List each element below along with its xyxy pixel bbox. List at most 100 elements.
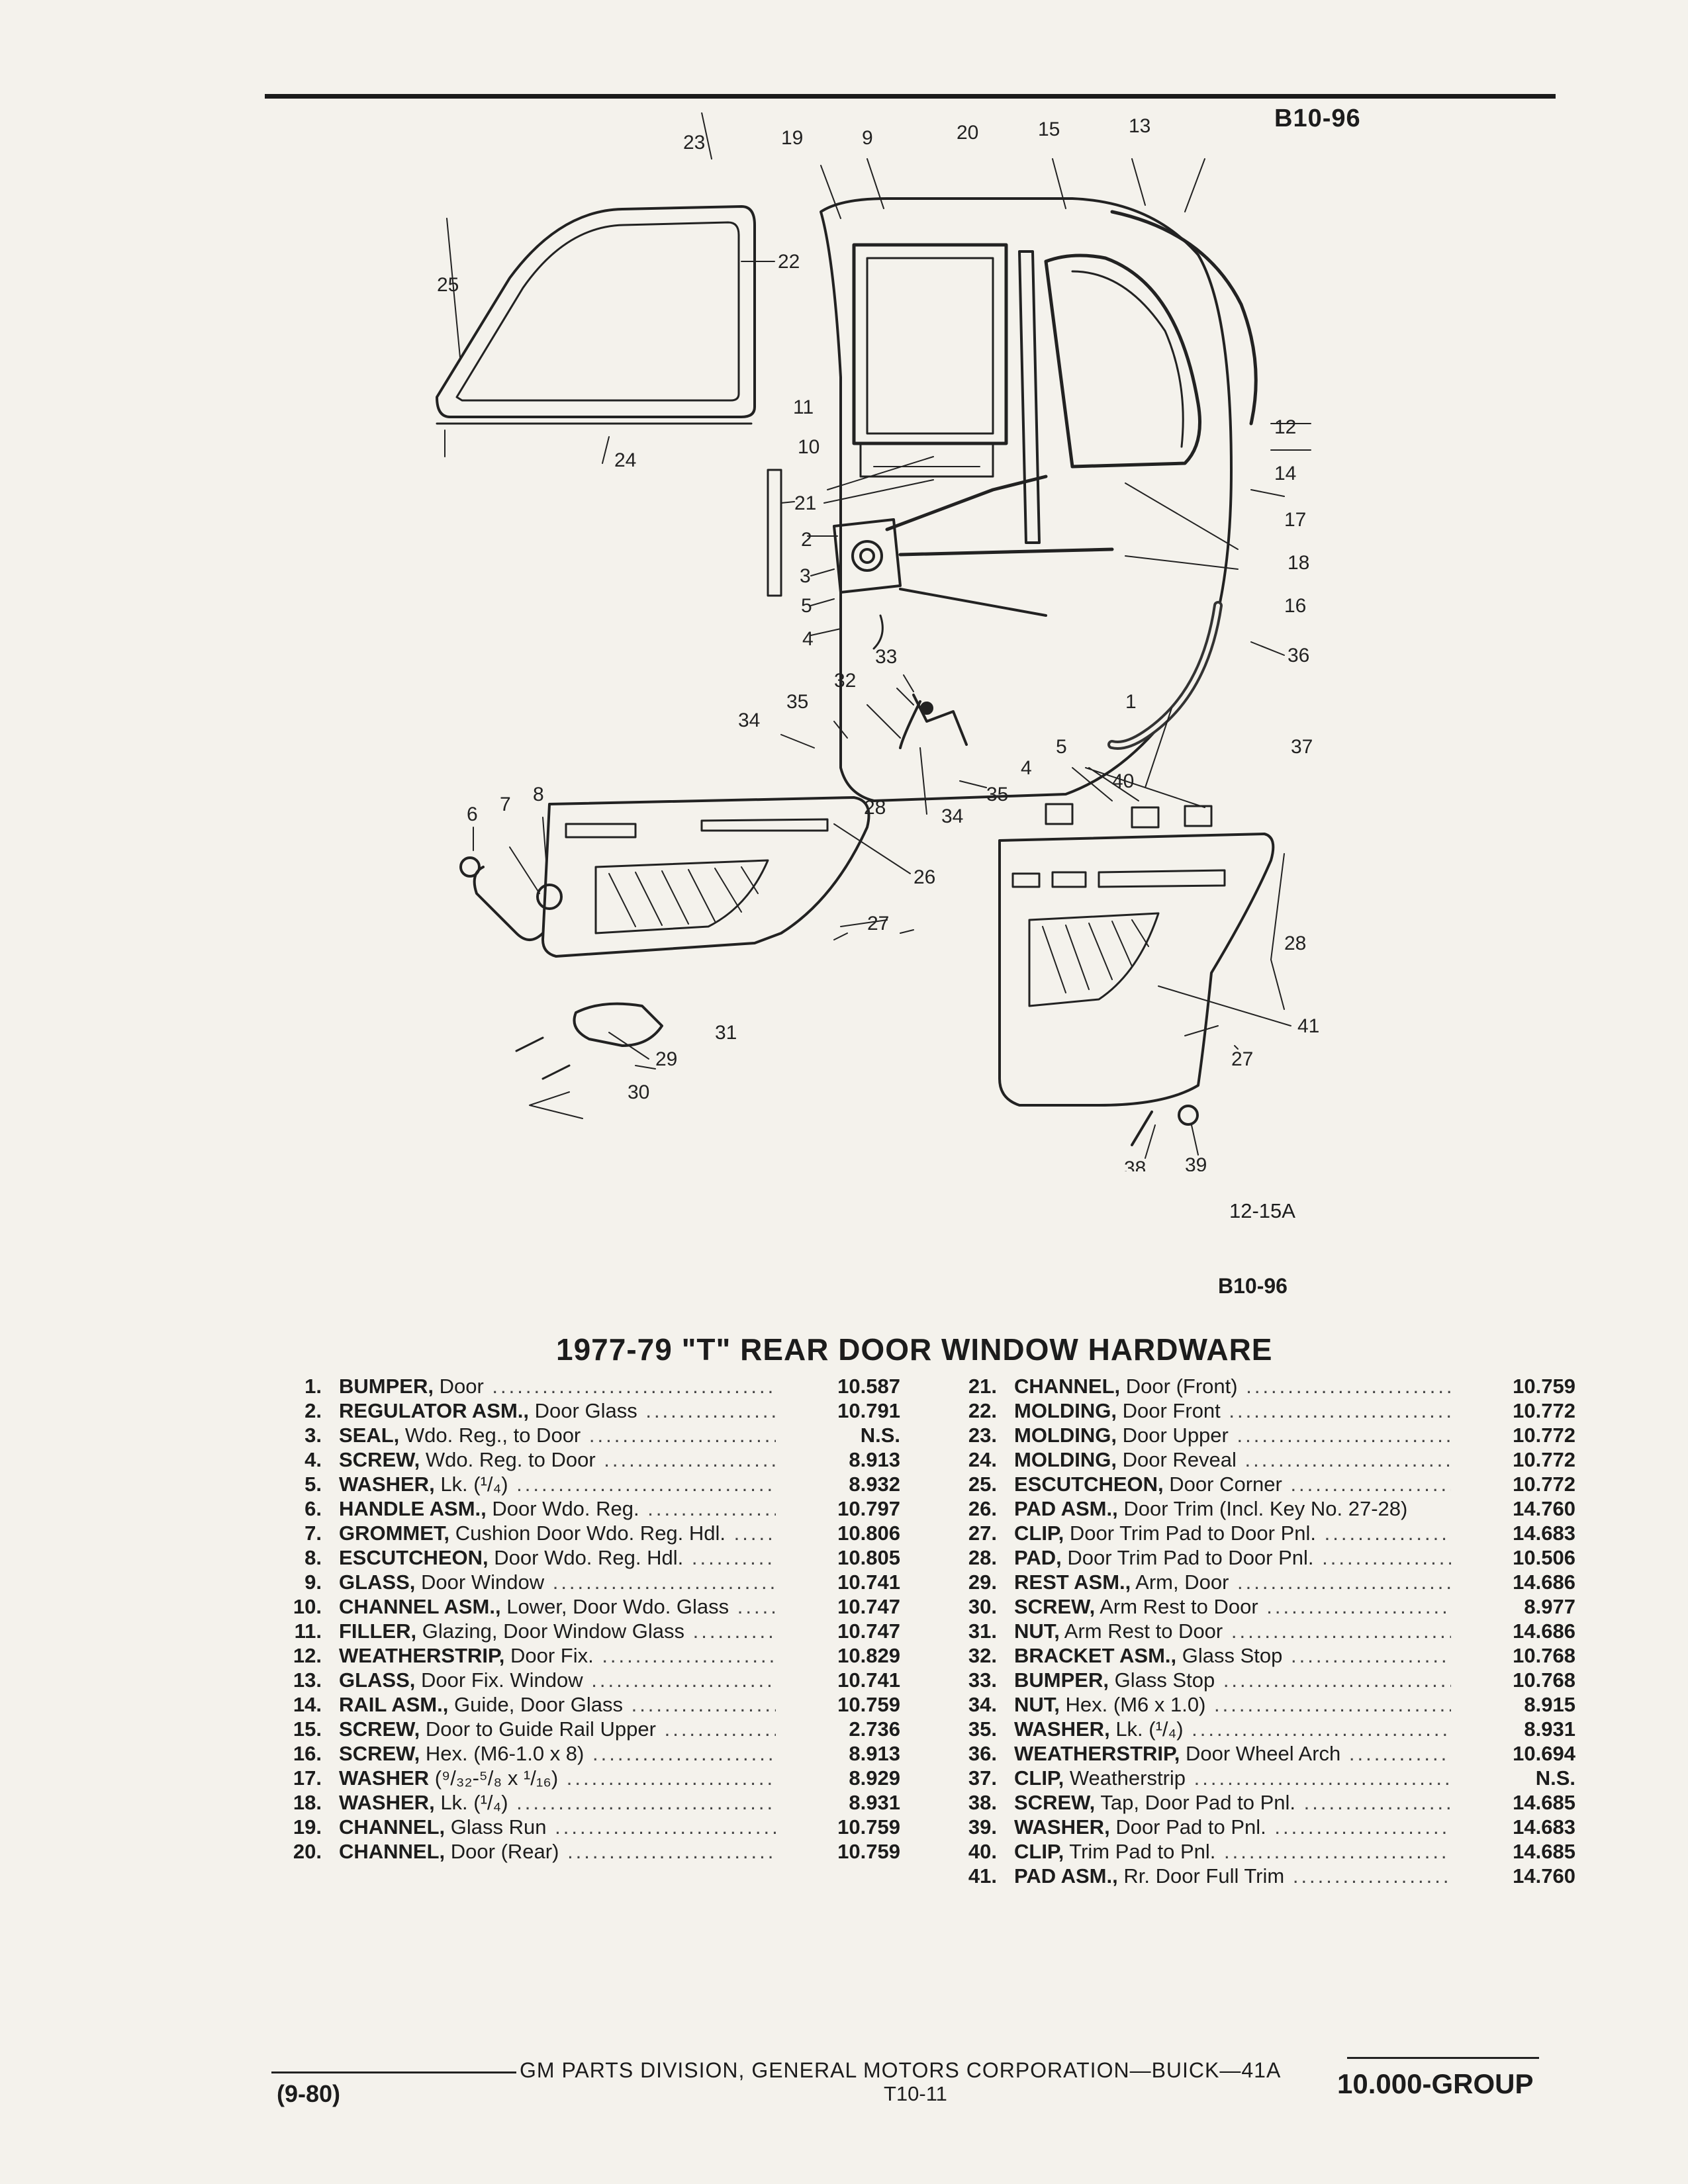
part-name: CLIP, [1014, 1766, 1064, 1790]
callout-14: 14 [1274, 463, 1296, 484]
part-detail: Cushion Door Wdo. Reg. Hdl. [455, 1522, 726, 1545]
part-name: MOLDING, [1014, 1399, 1117, 1422]
part-group-number: 10.759 [837, 1840, 900, 1863]
part-row: 4.SCREW, Wdo. Reg. to Door .............… [278, 1447, 900, 1472]
footer-publisher: GM PARTS DIVISION, GENERAL MOTORS CORPOR… [520, 2058, 1282, 2082]
part-row: 27.CLIP, Door Trim Pad to Door Pnl. ....… [953, 1521, 1575, 1545]
part-number: 28. [968, 1546, 997, 1569]
part-description: WASHER, Lk. (¹/₄) ......................… [339, 1472, 776, 1496]
part-description: SCREW, Arm Rest to Door ................… [1014, 1594, 1451, 1619]
callout-35: 35 [786, 691, 808, 713]
part-number: 1. [305, 1375, 322, 1398]
callout-9: 9 [862, 127, 873, 149]
part-name: REST ASM., [1014, 1570, 1131, 1594]
part-name: BRACKET ASM., [1014, 1644, 1177, 1667]
callout-32: 32 [834, 670, 856, 692]
dot-leader: ........................................ [691, 1546, 776, 1569]
part-row: 26.PAD ASM., Door Trim (Incl. Key No. 27… [953, 1496, 1575, 1521]
part-detail: Lk. (¹/₄) [1115, 1717, 1184, 1741]
part-name: SCREW, [339, 1742, 420, 1765]
part-description: BUMPER, Door ...........................… [339, 1374, 776, 1398]
part-description: SCREW, Hex. (M6-1.0 x 8) ...............… [339, 1741, 776, 1766]
dot-leader: ........................................ [602, 1644, 776, 1667]
part-group-number: 10.772 [1513, 1399, 1575, 1422]
part-row: 29.REST ASM., Arm, Door ................… [953, 1570, 1575, 1594]
part-name: NUT, [1014, 1693, 1060, 1716]
part-name: SCREW, [1014, 1791, 1096, 1814]
part-description: CHANNEL, Door (Front) ..................… [1014, 1374, 1451, 1398]
callout-24: 24 [614, 449, 636, 471]
part-detail: Hex. (M6-1.0 x 8) [425, 1742, 585, 1765]
part-description: SCREW, Tap, Door Pad to Pnl. ...........… [1014, 1790, 1451, 1815]
part-group-number: 8.913 [849, 1448, 900, 1471]
part-group-number: 8.929 [849, 1766, 900, 1790]
part-detail: Rr. Door Full Trim [1123, 1864, 1285, 1888]
part-number: 14. [293, 1693, 322, 1716]
part-name: WASHER [339, 1766, 430, 1790]
callout-38: 38 [1124, 1158, 1146, 1171]
callout-6: 6 [467, 803, 478, 825]
dot-leader: ........................................ [588, 1424, 776, 1447]
callout-22: 22 [778, 251, 800, 273]
part-name: GLASS, [339, 1570, 416, 1594]
callout-33: 33 [875, 646, 897, 668]
dot-leader: ........................................ [492, 1375, 776, 1398]
part-name: RAIL ASM., [339, 1693, 449, 1716]
callout-39: 39 [1185, 1154, 1207, 1171]
part-name: PAD ASM., [1014, 1864, 1118, 1888]
front-trim-pad [459, 796, 870, 958]
part-number: 32. [968, 1644, 997, 1667]
part-description: REGULATOR ASM., Door Glass .............… [339, 1398, 776, 1423]
part-name: CHANNEL, [1014, 1375, 1121, 1398]
dot-leader: ........................................ [1290, 1644, 1451, 1667]
callout-4: 4 [1021, 757, 1032, 779]
part-description: REST ASM., Arm, Door ...................… [1014, 1570, 1451, 1594]
part-number: 15. [293, 1717, 322, 1741]
dot-leader: ........................................ [1322, 1546, 1451, 1569]
part-row: 10.CHANNEL ASM., Lower, Door Wdo. Glass … [278, 1594, 900, 1619]
arm-rest [515, 1002, 663, 1080]
part-row: 30.SCREW, Arm Rest to Door .............… [953, 1594, 1575, 1619]
part-description: RAIL ASM., Guide, Door Glass ...........… [339, 1692, 776, 1717]
part-description: WASHER, Door Pad to Pnl. ...............… [1014, 1815, 1451, 1839]
part-group-number: 8.931 [849, 1791, 900, 1814]
part-description: WASHER (⁹/₃₂-⁵/₈ x ¹/₁₆) ...............… [339, 1766, 776, 1790]
part-row: 22.MOLDING, Door Front .................… [953, 1398, 1575, 1423]
callout-28: 28 [864, 797, 886, 819]
callout-26: 26 [914, 866, 935, 888]
callout-12: 12 [1274, 416, 1296, 438]
part-row: 28.PAD, Door Trim Pad to Door Pnl. .....… [953, 1545, 1575, 1570]
part-number: 27. [968, 1522, 997, 1545]
part-name: WASHER, [339, 1473, 435, 1496]
part-number: 4. [305, 1448, 322, 1471]
part-detail: Door Pad to Pnl. [1115, 1815, 1266, 1839]
part-group-number: 10.587 [837, 1375, 900, 1398]
dot-leader: ........................................ [645, 1399, 776, 1422]
part-group-number: 10.772 [1513, 1473, 1575, 1496]
dot-leader: ........................................ [555, 1815, 776, 1839]
callout-16: 16 [1284, 595, 1306, 617]
figure-id: 12-15A [1229, 1199, 1295, 1222]
part-name: ESCUTCHEON, [1014, 1473, 1164, 1496]
part-group-number: 10.805 [837, 1546, 900, 1569]
dot-leader: ........................................ [1224, 1840, 1451, 1863]
part-group-number: 8.915 [1524, 1693, 1575, 1716]
dot-leader: ........................................ [1223, 1668, 1451, 1692]
part-description: CHANNEL ASM., Lower, Door Wdo. Glass ...… [339, 1594, 776, 1619]
part-row: 23.MOLDING, Door Upper .................… [953, 1423, 1575, 1447]
part-row: 11.FILLER, Glazing, Door Window Glass ..… [278, 1619, 900, 1643]
dot-leader: ........................................ [1274, 1815, 1451, 1839]
part-row: 37.CLIP, Weatherstrip ..................… [953, 1766, 1575, 1790]
part-detail: Weatherstrip [1069, 1766, 1186, 1790]
part-row: 17.WASHER (⁹/₃₂-⁵/₈ x ¹/₁₆) ............… [278, 1766, 900, 1790]
part-group-number: 10.829 [837, 1644, 900, 1667]
callout-41: 41 [1297, 1015, 1319, 1037]
part-number: 33. [968, 1668, 997, 1692]
exploded-view-illustration: 23 19 9 20 15 13 22 25 24 11 10 21 2 3 5… [436, 113, 1319, 1171]
part-number: 36. [968, 1742, 997, 1765]
dot-leader: ........................................ [1266, 1595, 1451, 1618]
part-number: 12. [293, 1644, 322, 1667]
dot-leader: ........................................ [1214, 1693, 1451, 1716]
part-detail: Door Wdo. Reg. Hdl. [494, 1546, 684, 1569]
part-number: 8. [305, 1546, 322, 1569]
